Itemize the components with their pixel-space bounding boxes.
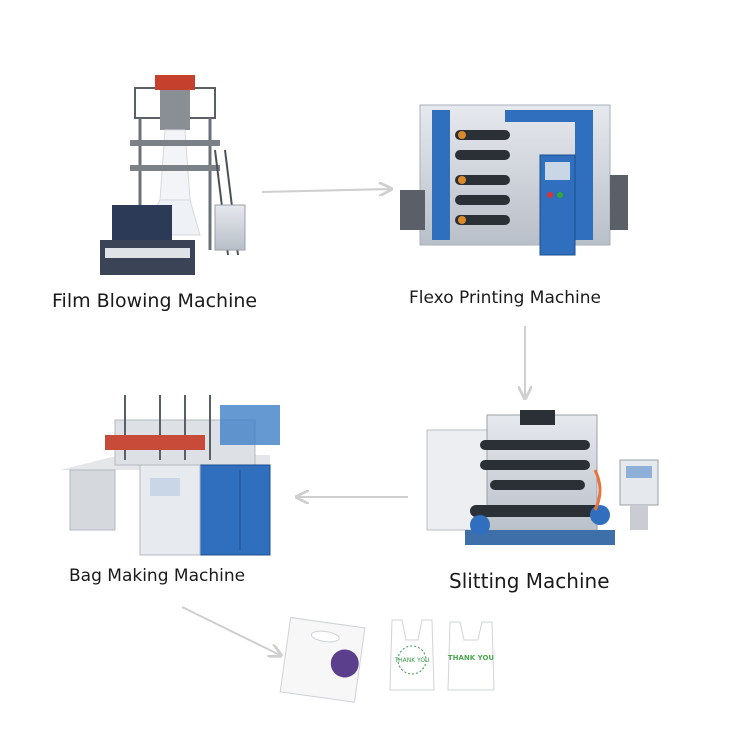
bag-products: THANK YOU THANK YOU [279, 616, 495, 703]
flexo-printing-machine-label: Flexo Printing Machine [409, 288, 601, 308]
bag-2-text: THANK YOU [448, 654, 495, 662]
slitting-machine-label: Slitting Machine [449, 569, 610, 593]
bag-1-text: THANK YOU [393, 657, 429, 664]
flexo-printing-machine-image [400, 104, 628, 256]
t-shirt-bag-1: THANK YOU [389, 619, 435, 691]
die-cut-bag [279, 616, 366, 703]
film-blowing-machine-image [100, 75, 246, 275]
bag-making-machine-image [60, 395, 280, 556]
t-shirt-bag-2: THANK YOU [447, 621, 495, 691]
film-blowing-machine-label: Film Blowing Machine [52, 290, 258, 312]
slitting-machine-image [426, 410, 659, 545]
arrow-bag-to-products [181, 606, 280, 655]
bag-making-machine-label: Bag Making Machine [69, 566, 246, 586]
arrow-film-to-flexo [261, 189, 390, 192]
